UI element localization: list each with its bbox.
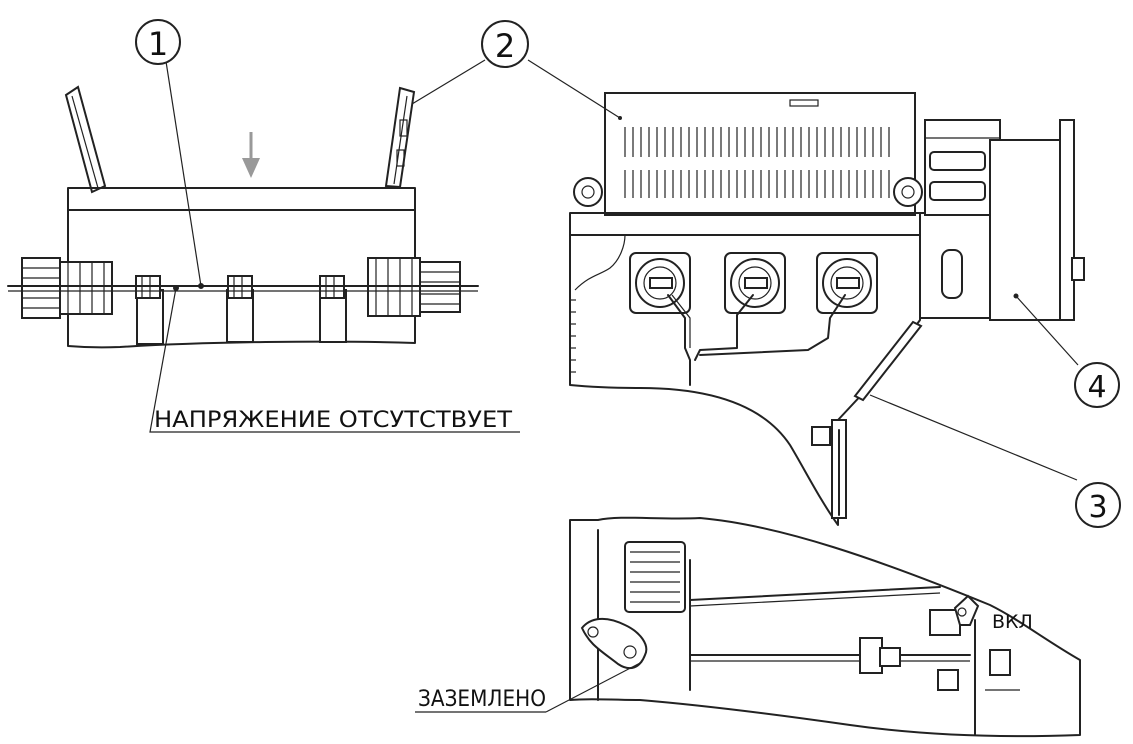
cables	[667, 294, 846, 386]
callout-3: 3	[1075, 482, 1121, 528]
callout-2-number: 2	[495, 27, 515, 65]
bushing-3	[816, 252, 878, 314]
left-body	[67, 187, 416, 349]
top-housing	[604, 92, 916, 216]
leader-2	[411, 59, 486, 105]
left-view	[7, 54, 520, 433]
right-bracket	[937, 619, 1020, 736]
vent-grille-lower	[624, 170, 890, 198]
callout-1-number: 1	[148, 25, 168, 63]
leader-voltage-absent	[149, 287, 520, 433]
lower-rod	[689, 637, 971, 674]
leader-1	[164, 54, 202, 287]
leader-3	[869, 394, 1078, 481]
leader-4	[1015, 295, 1079, 366]
on-position-mechanism	[929, 594, 980, 636]
right-plate	[384, 86, 416, 189]
lower-door	[811, 419, 847, 519]
grounded-label: ЗАЗЕМЛЕНО	[418, 687, 546, 712]
left-edge-hatching	[570, 299, 576, 373]
bushing-1	[629, 252, 691, 314]
cabinet-view	[411, 59, 1085, 526]
vent-grille-upper	[624, 127, 890, 157]
diagonal-strip	[853, 320, 923, 402]
down-arrow-icon	[242, 132, 260, 178]
bushing-2	[724, 252, 786, 314]
drum	[624, 541, 686, 613]
callout-2: 2	[481, 20, 529, 68]
left-plate	[64, 85, 107, 194]
right-compartment	[919, 119, 1001, 319]
left-insulator	[21, 257, 113, 319]
cabinet-body	[569, 212, 921, 526]
upper-rod	[689, 586, 941, 607]
voltage-absent-label: НАПРЯЖЕНИЕ ОТСУТСТВУЕТ	[154, 408, 513, 433]
callout-1: 1	[135, 19, 181, 65]
shaft	[7, 283, 479, 292]
callout-4-number: 4	[1087, 370, 1106, 405]
callout-3-number: 3	[1088, 490, 1107, 525]
crank-lever	[580, 617, 648, 670]
grounding-detail-view	[415, 516, 1081, 738]
on-label: ВКЛ	[992, 611, 1033, 633]
leader-grounded	[545, 661, 643, 713]
callout-4: 4	[1074, 362, 1120, 408]
lifting-eye-left	[573, 177, 603, 207]
leader-2b	[527, 59, 621, 119]
drive-box	[989, 119, 1085, 321]
lifting-eye-right	[893, 177, 923, 207]
